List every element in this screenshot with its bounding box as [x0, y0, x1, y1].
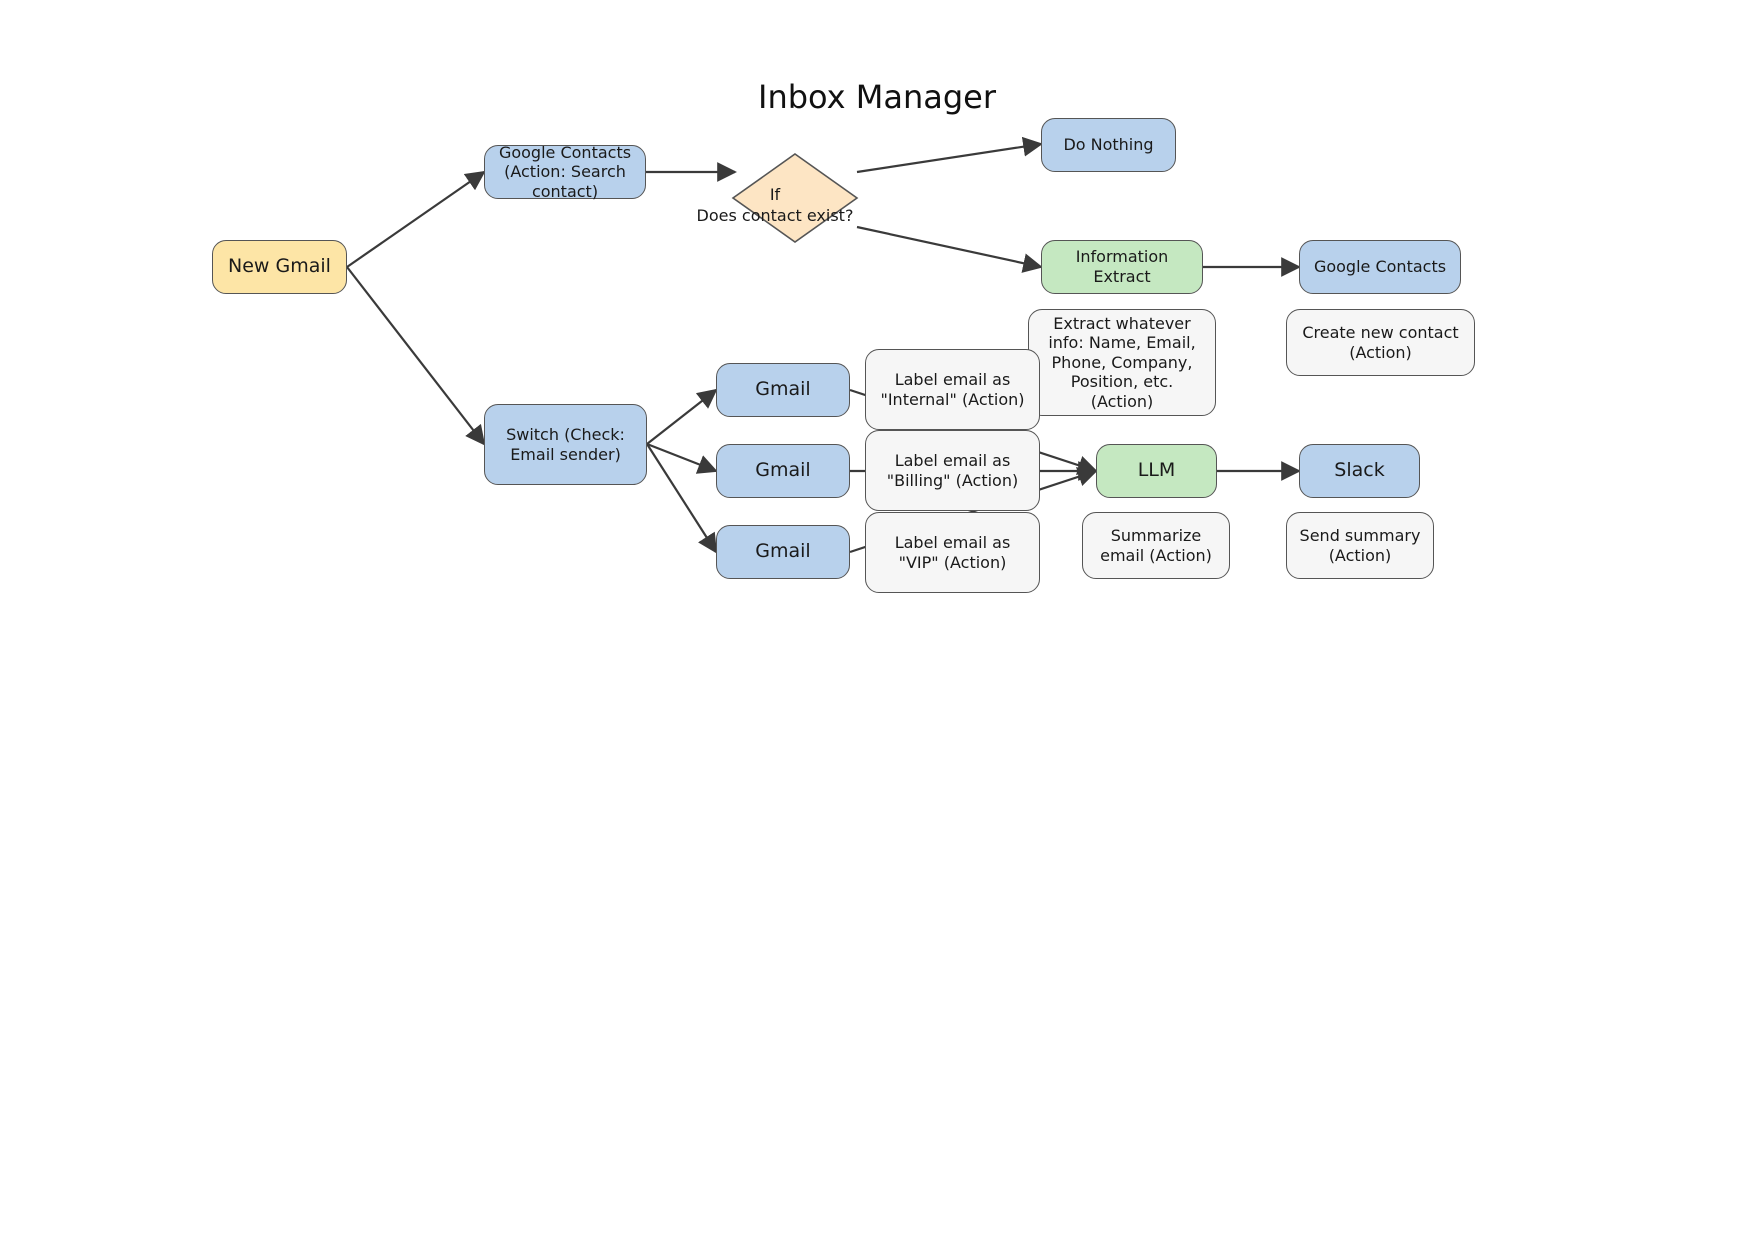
- edge-if-to-donothing: [856, 136, 1043, 174]
- gmail-internal-node[interactable]: Gmail: [716, 363, 850, 417]
- if-decision-diamond[interactable]: [731, 153, 859, 243]
- switch-node[interactable]: Switch (Check: Email sender): [484, 404, 647, 485]
- send-summary-note: Send summary (Action): [1286, 512, 1434, 579]
- label-vip-note: Label email as "VIP" (Action): [865, 512, 1040, 593]
- edge-switch-to-gmail-vip: [646, 443, 718, 554]
- google-contacts-search-node[interactable]: Google Contacts (Action: Search contact): [484, 143, 646, 201]
- information-extract-node[interactable]: Information Extract: [1041, 240, 1203, 294]
- llm-node[interactable]: LLM: [1096, 444, 1217, 498]
- edge-if-to-extract: [856, 225, 1043, 273]
- gmail-billing-node[interactable]: Gmail: [716, 444, 850, 498]
- do-nothing-node[interactable]: Do Nothing: [1041, 118, 1176, 172]
- edge-newgmail-to-contacts: [346, 170, 486, 268]
- create-contact-note: Create new contact (Action): [1286, 309, 1475, 376]
- gmail-vip-node[interactable]: Gmail: [716, 525, 850, 579]
- edge-switch-to-gmail-billing: [646, 442, 718, 474]
- new-gmail-trigger[interactable]: New Gmail: [212, 240, 347, 294]
- google-contacts-create-node[interactable]: Google Contacts: [1299, 240, 1461, 294]
- diagram-title: Inbox Manager: [758, 78, 996, 116]
- edge-switch-to-gmail-internal: [646, 388, 718, 445]
- slack-node[interactable]: Slack: [1299, 444, 1420, 498]
- extract-info-note: Extract whatever info: Name, Email, Phon…: [1028, 309, 1216, 416]
- edge-newgmail-to-switch: [346, 266, 486, 446]
- label-internal-note: Label email as "Internal" (Action): [865, 349, 1040, 430]
- label-billing-note: Label email as "Billing" (Action): [865, 430, 1040, 511]
- if-decision-label: If Does contact exist?: [696, 185, 854, 225]
- summarize-note: Summarize email (Action): [1082, 512, 1230, 579]
